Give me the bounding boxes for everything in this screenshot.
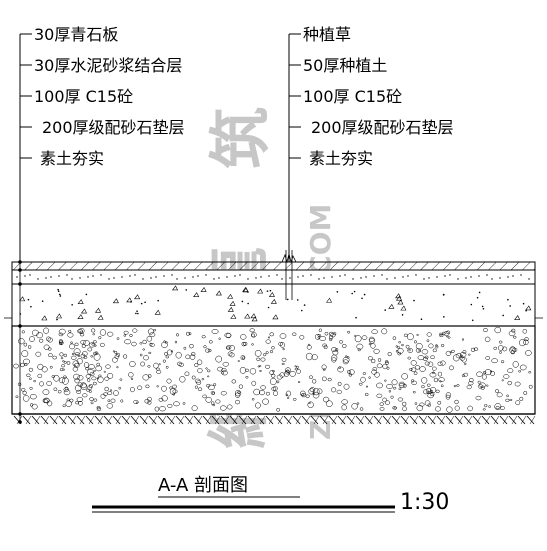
left-callout-label: 30厚青石板 bbox=[34, 25, 118, 44]
right-callout-label: 50厚种植土 bbox=[303, 56, 387, 75]
right-callout-label: 200厚级配砂石垫层 bbox=[311, 118, 454, 137]
right-callout bbox=[288, 33, 301, 262]
section-layers bbox=[4, 250, 543, 425]
right-callout-label: 100厚 C15砼 bbox=[303, 87, 402, 106]
right-callout-label: 种植草 bbox=[303, 25, 351, 44]
scale-label: 1:30 bbox=[400, 490, 449, 515]
left-callout-label: 素土夯实 bbox=[40, 149, 104, 168]
layer-mortar bbox=[11, 269, 536, 285]
layer-gravel bbox=[11, 325, 536, 415]
layer-stone-slab bbox=[11, 261, 536, 271]
watermark-cn-char: 筑 bbox=[204, 107, 277, 169]
left-callout-label: 100厚 C15砼 bbox=[34, 87, 133, 106]
left-callout-label: 200厚级配砂石垫层 bbox=[42, 118, 185, 137]
section-title: A-A 剖面图 bbox=[158, 475, 248, 496]
left-callout-label: 30厚水泥砂浆结合层 bbox=[34, 56, 182, 75]
right-callout-label: 素土夯实 bbox=[309, 149, 373, 168]
left-callout bbox=[19, 33, 32, 262]
grass-symbol bbox=[281, 253, 297, 264]
layer-concrete bbox=[11, 283, 536, 327]
